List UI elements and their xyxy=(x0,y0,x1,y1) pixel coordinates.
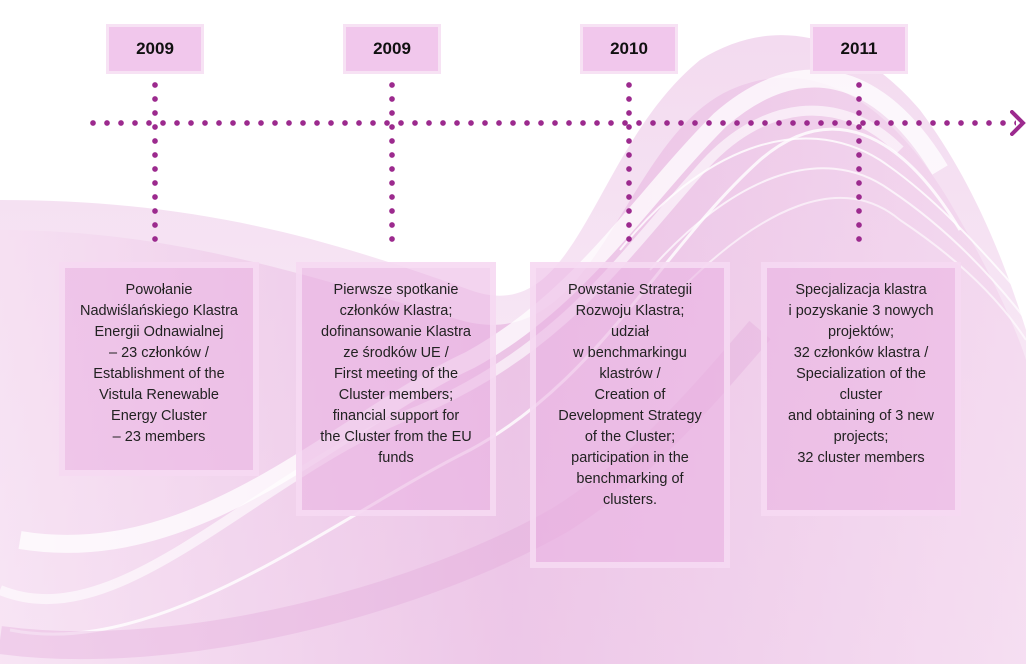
timeline-axis xyxy=(86,120,1016,126)
year-label-2009-first: 2009 xyxy=(106,24,204,74)
year-label-2011: 2011 xyxy=(810,24,908,74)
connector-line xyxy=(856,78,862,248)
connector-line xyxy=(389,78,395,248)
timeline-arrow-icon xyxy=(1010,110,1026,136)
year-label-2010: 2010 xyxy=(580,24,678,74)
milestone-card-2009-establishment: Powołanie Nadwiślańskiego Klastra Energi… xyxy=(59,262,259,476)
connector-line xyxy=(152,78,158,248)
milestone-card-2011-specialization: Specjalizacja klastra i pozyskanie 3 now… xyxy=(761,262,961,516)
year-label-2009-second: 2009 xyxy=(343,24,441,74)
milestone-card-2009-first-meeting: Pierwsze spotkanie członków Klastra; dof… xyxy=(296,262,496,516)
connector-line xyxy=(626,78,632,248)
milestone-card-2010-strategy: Powstanie Strategii Rozwoju Klastra; udz… xyxy=(530,262,730,568)
